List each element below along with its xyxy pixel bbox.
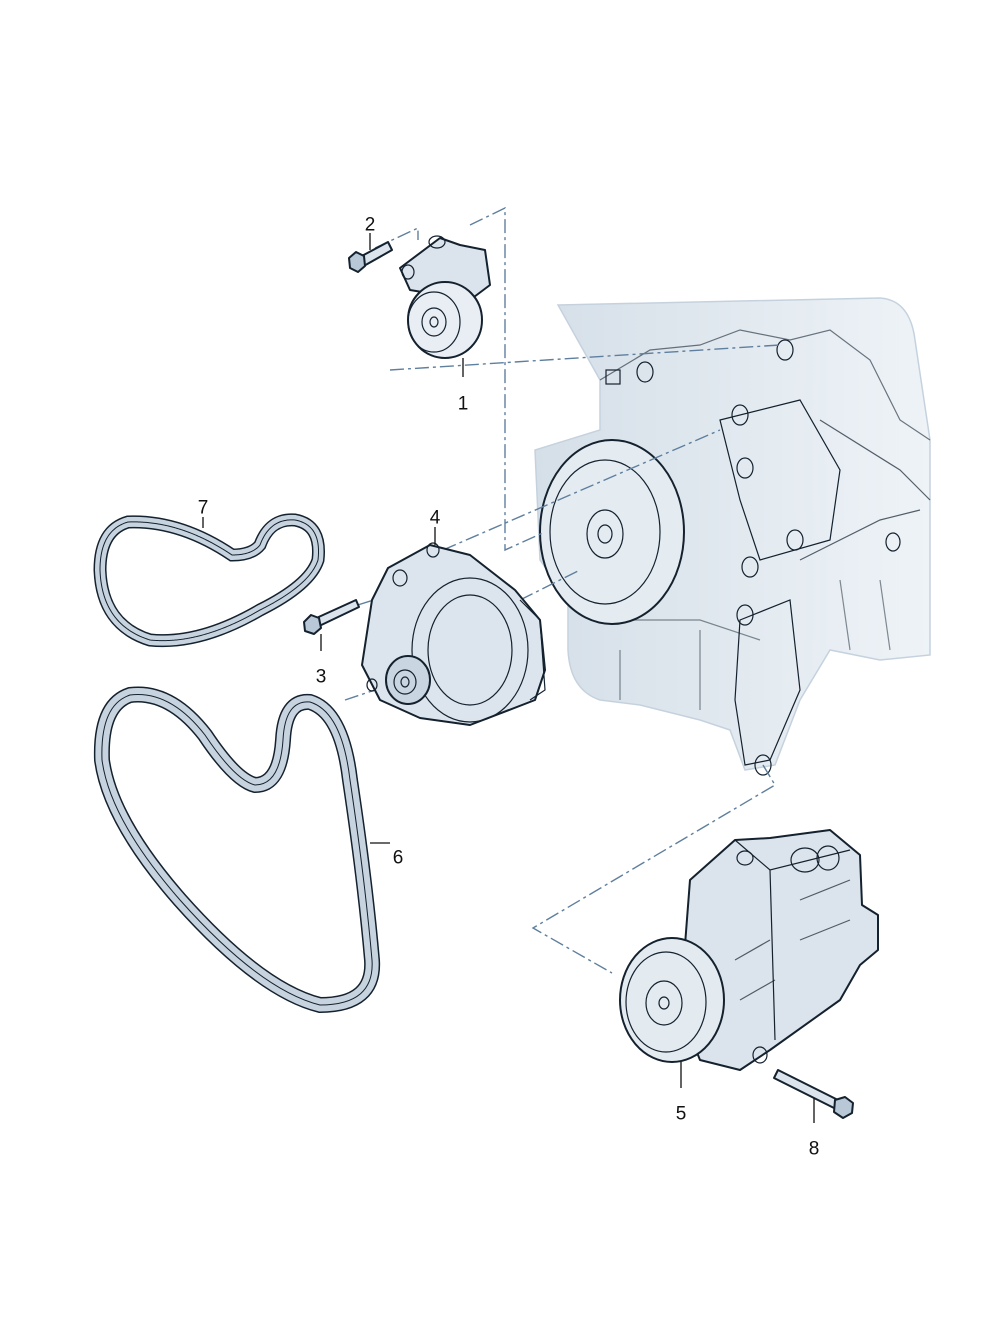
ribbed-belt-6	[93, 686, 381, 1014]
ac-compressor	[619, 829, 879, 1071]
callout-1: 1	[457, 393, 469, 415]
bolt-2	[348, 241, 393, 273]
belt-tensioner	[399, 235, 491, 359]
callout-7: 7	[197, 497, 209, 519]
ribbed-belt-7	[93, 513, 326, 648]
bolt-3	[303, 599, 360, 635]
callout-5: 5	[675, 1103, 687, 1125]
alternator	[361, 542, 546, 726]
callout-4: 4	[429, 507, 441, 529]
engine-block	[534, 297, 931, 776]
callout-3: 3	[315, 666, 327, 688]
callout-6: 6	[392, 847, 404, 869]
leader-lines	[202, 233, 815, 1123]
bolt-8	[773, 1069, 854, 1119]
callout-2: 2	[364, 214, 376, 236]
callout-8: 8	[808, 1138, 820, 1160]
